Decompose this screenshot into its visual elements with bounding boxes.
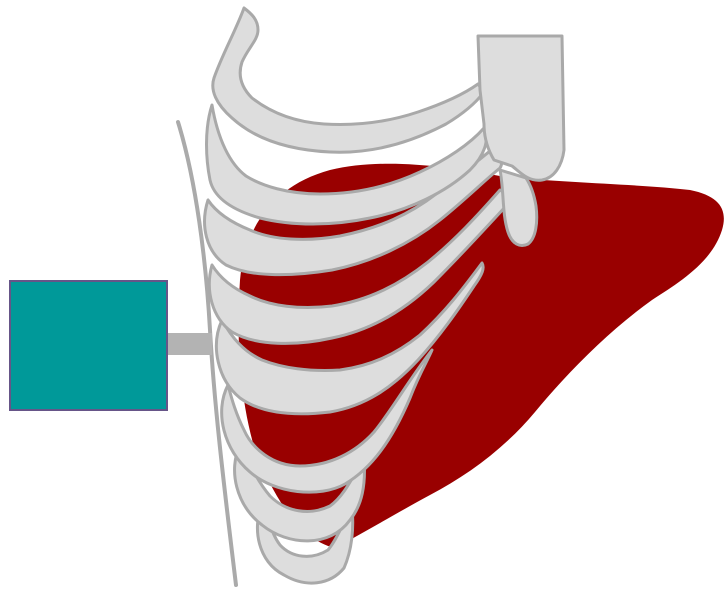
probe-connector — [166, 333, 212, 355]
probe-box — [10, 281, 167, 410]
